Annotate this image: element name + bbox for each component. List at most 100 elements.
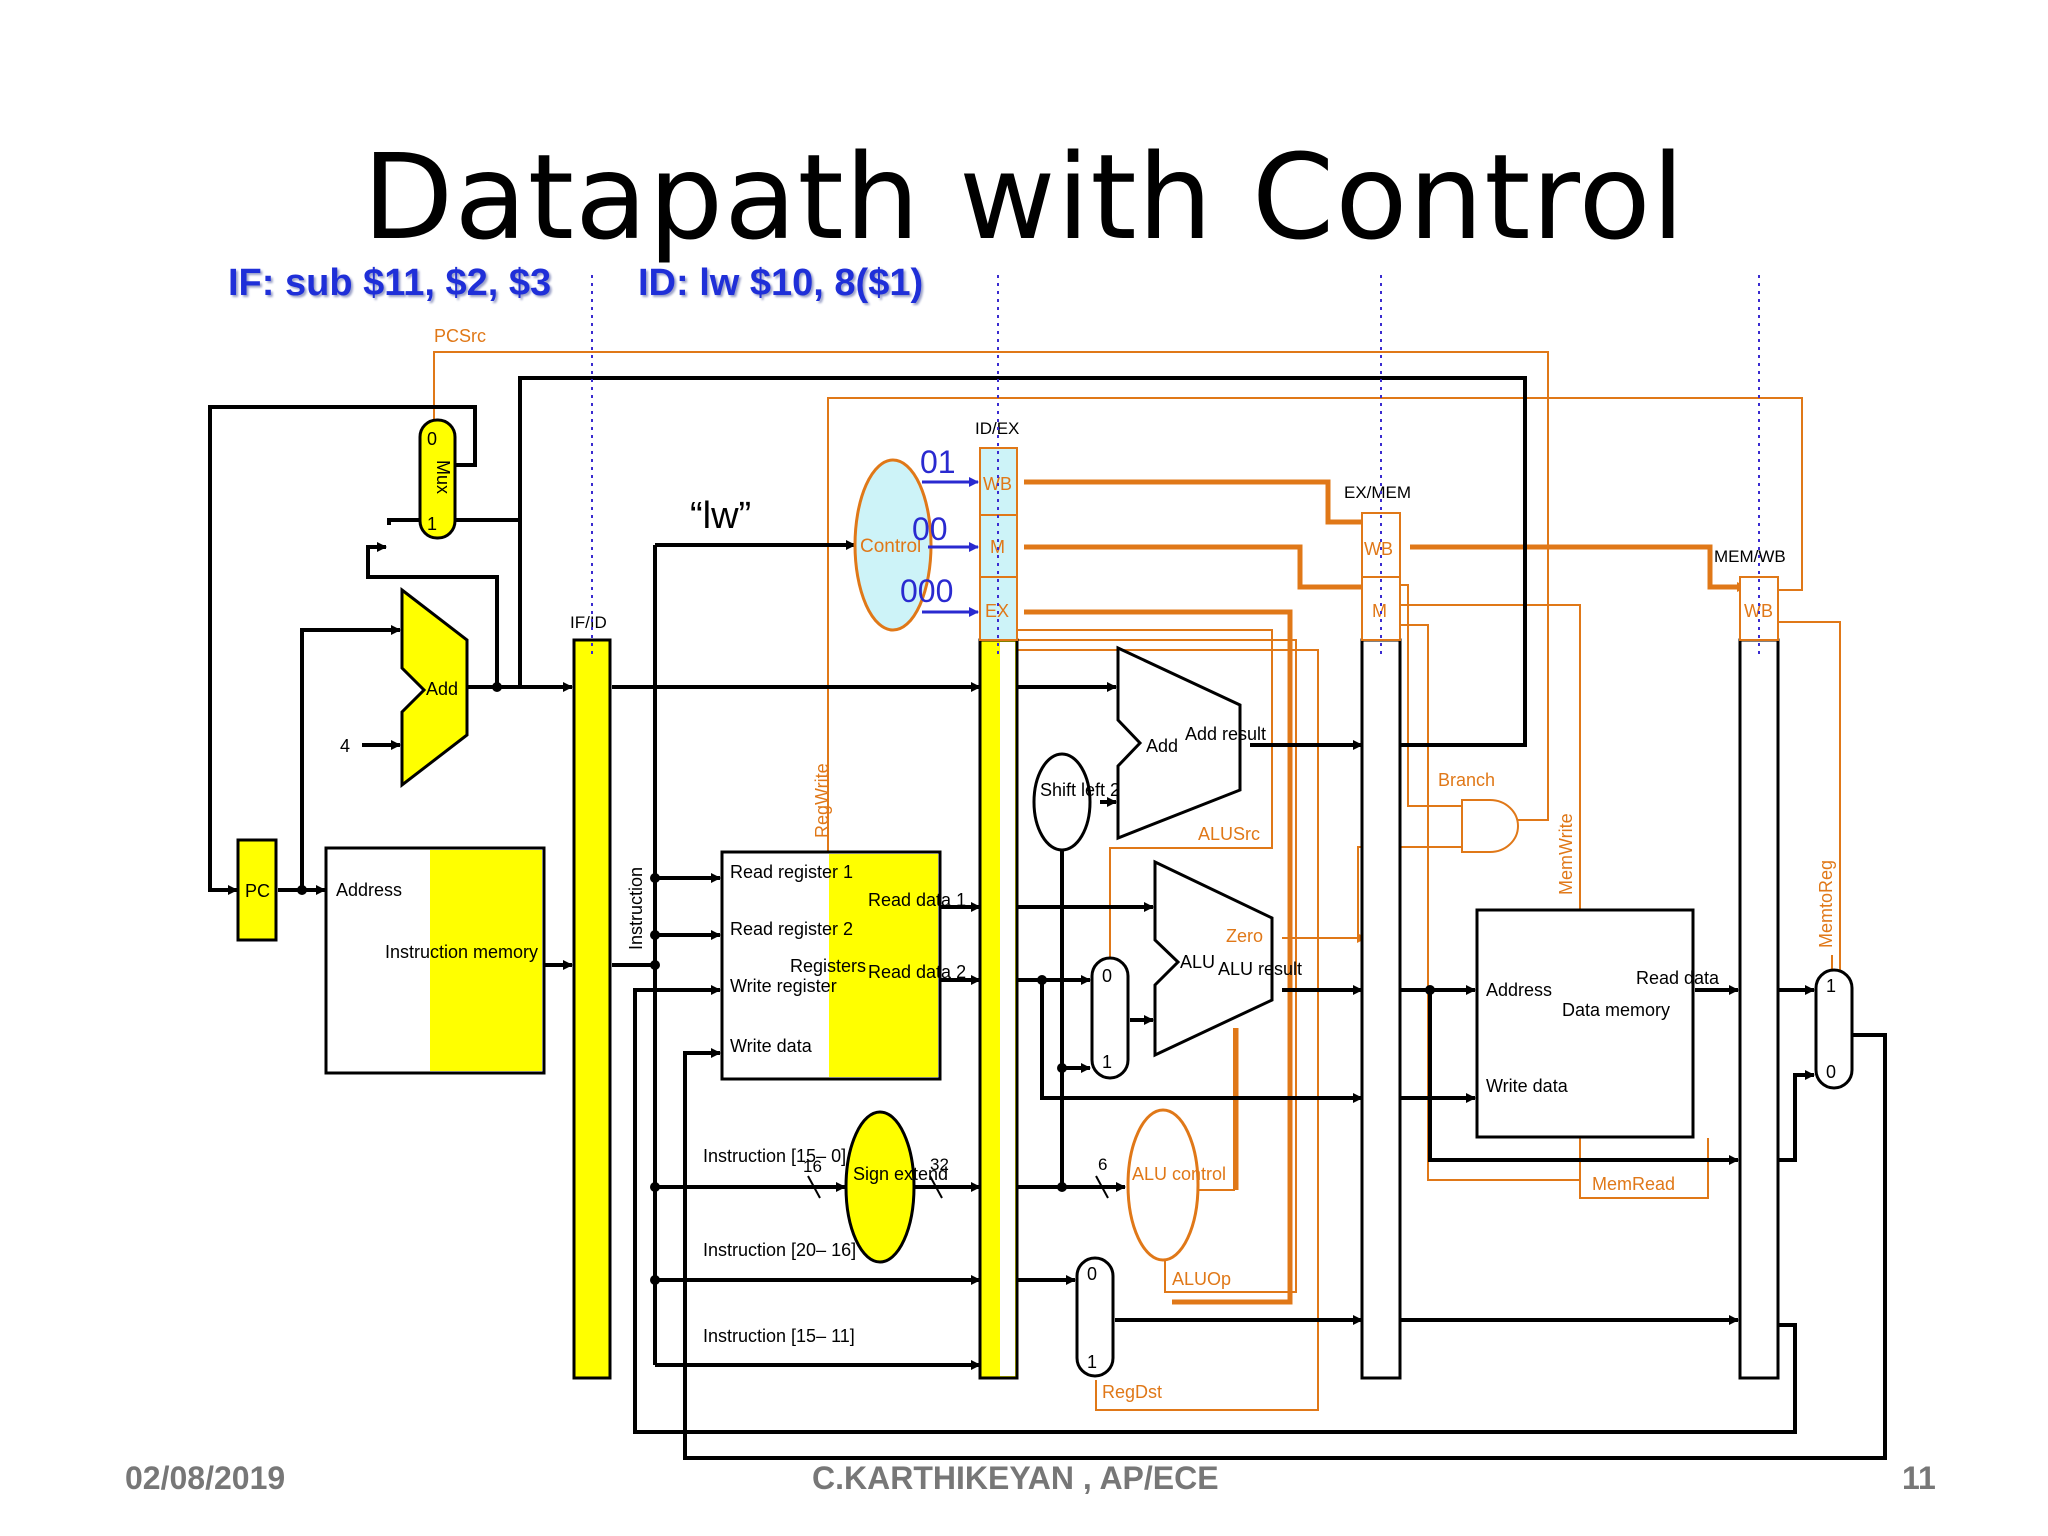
pc-mux-out-wire [208,405,477,895]
memtoreg-mux-0: 0 [1826,1062,1836,1082]
instruction-memory: Address Instruction memory [324,846,546,1075]
pc-mux-0: 0 [427,429,437,449]
ctrl-wb-value: 01 [920,444,956,480]
dmem-write-data-label: Write data [1486,1076,1569,1096]
dmem-read-data-label: Read data [1636,968,1720,988]
shift-left-2: Shift left 2 [1032,752,1120,852]
zero-label: Zero [1226,926,1263,946]
wb-to-memwb-wire [1768,621,1841,1065]
pc-adder: Add [400,586,469,789]
mem-wb-label: MEM/WB [1714,547,1786,566]
imem-label: Instruction memory [385,942,538,962]
regdst-mux-1: 1 [1087,1352,1097,1372]
ex-mem-register: WB M EX/MEM [1344,483,1411,1380]
pc-label: PC [245,881,270,901]
regdst-mux: 0 1 [1075,1256,1115,1378]
exmem-wb: WB [1364,539,1393,559]
footer-page: 11 [1902,1460,1936,1496]
pc-to-add [300,625,401,890]
pcsrc-label: PCSrc [434,326,486,346]
control-value-wires [922,477,979,617]
branch-adder-label: Add [1146,736,1178,756]
wb-bus-2 [1410,544,1747,592]
alusrc-wire [1018,629,1273,985]
ctrl-ex-value: 000 [900,573,953,609]
branch-and-gate: Branch [1438,770,1519,853]
stage-markers [591,275,1760,655]
add-result-label: Add result [1185,724,1266,744]
pc-mux-1: 1 [427,514,437,534]
bits-32-label: 32 [930,1155,949,1174]
pc-mux-label: Mux [433,460,453,494]
regdst-label: RegDst [1102,1382,1162,1402]
junction-dots [297,682,1435,1285]
bits-6-label: 6 [1098,1155,1107,1174]
exmem-m: M [1372,601,1387,621]
slide-title: Datapath with Control [362,128,1686,266]
alusrc-mux: 0 1 [1090,956,1130,1080]
branch-label: Branch [1438,770,1495,790]
alusrc-mux-1: 1 [1102,1052,1112,1072]
memtoreg-label: MemtoReg [1816,860,1836,948]
sign-extend-unit: Sign extend [844,1110,948,1264]
rd2-to-exmem [1040,980,1363,1103]
instr-20-16-label: Instruction [20– 16] [703,1240,856,1260]
dmem-address-label: Address [1486,980,1552,1000]
memwrite-wire [1390,604,1581,913]
branch-target-wire [518,376,1527,747]
register-file: Read register 1 Read register 2 Write re… [720,850,966,1081]
alu-control-unit: ALU control [1126,1108,1226,1262]
addr-to-memwb [1428,990,1739,1165]
alu-result-label: ALU result [1218,959,1302,979]
pcsrc-wire [433,351,1549,821]
dmem-label: Data memory [1562,1000,1670,1020]
ctrl-m-value: 00 [912,511,948,547]
regdst-mux-0: 0 [1087,1264,1097,1284]
pc-register: PC [236,838,278,942]
id-ex-register: WB M EX ID/EX [975,419,1019,1380]
control-label: Control [860,536,921,557]
wb-bus-1 [1024,479,1373,527]
if-stage-label: IF: sub $11, $2, $3 [228,262,552,304]
aluop-wire [1018,639,1297,1293]
regdst-wire [1018,649,1319,1411]
four-constant: 4 [340,736,350,756]
write-data-feedback [683,1033,1887,1460]
if-id-register: IF/ID [570,613,612,1380]
write-register-feedback [633,985,1797,1434]
imm-to-mux [1060,1063,1091,1187]
bits-16-label: 16 [803,1157,822,1176]
memtoreg-mux: 1 0 [1814,968,1854,1090]
memread-label: MemRead [1592,1174,1675,1194]
rd2-label: Read data 2 [868,962,966,982]
rr1-label: Read register 1 [730,862,853,882]
instruction-label: Instruction [626,867,646,950]
alu-label: ALU [1180,952,1215,972]
rr2-label: Read register 2 [730,919,853,939]
regwrite-label: RegWrite [812,763,832,838]
ex-mem-label: EX/MEM [1344,483,1411,502]
alusrc-mux-0: 0 [1102,966,1112,986]
wr-label: Write register [730,976,837,996]
control-unit: Control [853,458,933,632]
datapath-wires [208,376,1887,1460]
alu: ALU Zero ALU result [1153,859,1302,1058]
regwrite-wire [827,397,1803,860]
branch-adder: Add Add result [1116,645,1266,841]
data-memory: Address Data memory Read data Write data [1475,908,1720,1139]
pc-mux: 0 Mux 1 [418,418,457,540]
ex-bus [1024,609,1293,1305]
control-buses [1024,479,1747,1305]
footer-author: C.KARTHIKEYAN , AP/ECE [812,1460,1219,1496]
mem-wb-register: WB MEM/WB [1714,547,1786,1380]
alu-control-label: ALU control [1132,1164,1226,1184]
wd-label: Write data [730,1036,813,1056]
shift-left-label: Shift left 2 [1040,780,1120,800]
rd1-label: Read data 1 [868,890,966,910]
add-out-to-mux [366,542,499,687]
imem-address-label: Address [336,880,402,900]
aluop-label: ALUOp [1172,1269,1231,1289]
alusrc-label: ALUSrc [1198,824,1260,844]
memread-box [1579,1138,1709,1199]
